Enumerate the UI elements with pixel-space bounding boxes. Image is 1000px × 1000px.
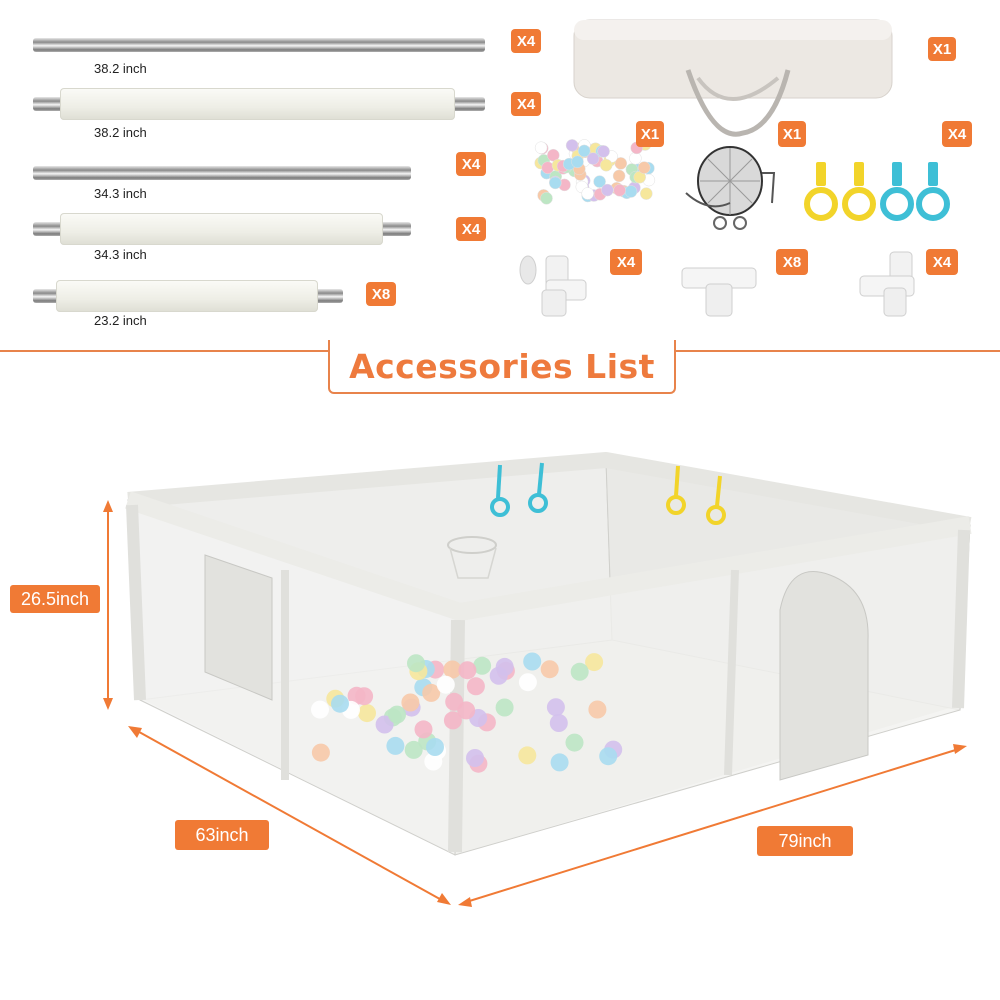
ball-icon [549, 176, 562, 190]
ball-icon [466, 677, 485, 696]
ball-icon [612, 169, 626, 183]
ball-icon [570, 662, 589, 681]
ball-icon [624, 185, 638, 198]
ball-icon [445, 692, 464, 711]
ball-icon [599, 747, 618, 766]
quantity-badge: X4 [511, 29, 541, 53]
depth-dimension-label: 63inch [175, 820, 269, 850]
pole-38-bare [33, 38, 485, 52]
ball-icon [550, 753, 569, 772]
pole-label: 38.2 inch [94, 61, 147, 76]
ball-icon [637, 161, 651, 174]
pole-label: 38.2 inch [94, 125, 147, 140]
ball-icon [540, 192, 553, 205]
ball-icon [518, 746, 537, 765]
ball-icon [489, 666, 508, 685]
ball-icon [581, 187, 594, 200]
quantity-badge: X4 [610, 249, 642, 275]
ball-icon [466, 749, 484, 767]
dimension-lines [103, 500, 967, 907]
quantity-badge: X4 [926, 249, 958, 275]
ball-icon [436, 675, 455, 694]
pole-label: 34.3 inch [94, 186, 147, 201]
quantity-badge: X4 [942, 121, 972, 147]
ball-icon [593, 175, 606, 188]
ball-icon [424, 752, 443, 771]
width-dimension-label: 79inch [757, 826, 853, 856]
ball-icon [473, 656, 492, 675]
quantity-badge: X4 [456, 152, 486, 176]
ball-icon [388, 705, 406, 724]
ball-icon [422, 683, 441, 702]
ball-icon [443, 660, 462, 679]
section-title: Accessories List [349, 346, 655, 386]
ball-icon [601, 183, 614, 197]
ball-icon [565, 139, 579, 152]
pole-34-padded [60, 213, 383, 245]
quantity-badge: X1 [636, 121, 664, 147]
ball-icon [613, 184, 626, 197]
ball-icon [585, 653, 604, 672]
corner-connector-icon [859, 251, 915, 317]
ball-icon [386, 736, 405, 755]
ball-icon [640, 187, 653, 200]
ball-icon [426, 738, 444, 756]
pole-23-padded [56, 280, 318, 312]
ball-icon [571, 155, 584, 169]
pull-ring-icon [804, 162, 950, 221]
ball-icon [540, 660, 559, 679]
pole-label: 34.3 inch [94, 247, 147, 262]
ball-icon [588, 700, 607, 719]
quantity-badge: X8 [366, 282, 396, 306]
ball-icon [331, 694, 349, 713]
ball-icon [407, 654, 425, 673]
ball-icon [629, 152, 642, 165]
ball-icon [355, 687, 374, 706]
pole-34-bare [33, 166, 411, 180]
quantity-badge: X4 [456, 217, 486, 241]
tee-connector-icon [681, 267, 757, 317]
storage-bag-icon [573, 19, 893, 137]
ball-icon [358, 704, 376, 723]
ball-icon [311, 700, 329, 719]
ball-icon [597, 145, 610, 158]
ball-icon [495, 698, 514, 717]
ball-icon [541, 161, 554, 174]
ball-icon [518, 673, 537, 692]
quantity-badge: X4 [511, 92, 541, 116]
basketball-hoop-icon [685, 146, 776, 230]
ball-icon [404, 740, 423, 759]
ball-icon [565, 733, 584, 752]
quantity-badge: X8 [776, 249, 808, 275]
pole-38-padded [60, 88, 455, 120]
ball-icon [375, 715, 394, 734]
ball-icon [586, 152, 600, 165]
corner-connector-suction-icon [519, 255, 587, 317]
ball-icon [523, 652, 542, 671]
ball-icon [401, 693, 420, 712]
quantity-badge: X1 [778, 121, 806, 147]
ball-icon [546, 698, 565, 717]
playpen-illustration [125, 452, 972, 856]
ball-icon [414, 720, 433, 739]
ball-icon [311, 743, 330, 762]
ball-icon [443, 711, 462, 730]
quantity-badge: X1 [928, 37, 956, 61]
pole-label: 23.2 inch [94, 313, 147, 328]
ball-icon [577, 144, 591, 158]
height-dimension-label: 26.5inch [10, 585, 100, 613]
section-title-box: Accessories List [328, 340, 676, 394]
ball-icon [549, 714, 568, 732]
ball-icon [534, 141, 548, 154]
ball-icon [458, 661, 477, 680]
ball-icon [599, 158, 613, 172]
